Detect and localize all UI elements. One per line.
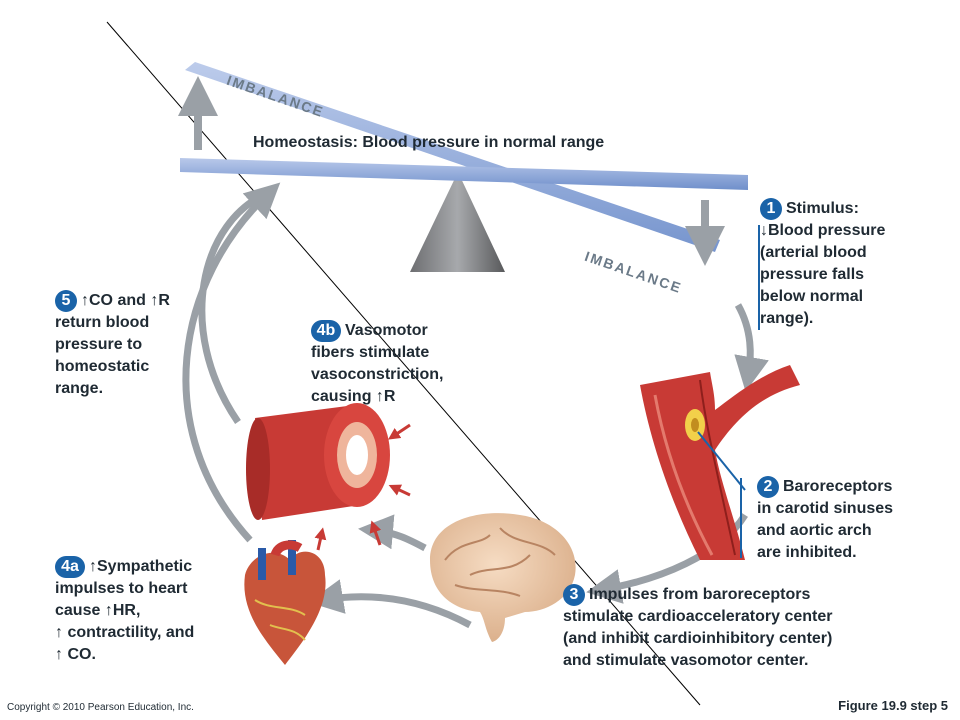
homeostasis-text: Blood pressure in normal range (362, 134, 605, 151)
up-arrow-icon: ↑ (89, 558, 97, 576)
up-arrow-icon: ↑ (55, 646, 63, 664)
step1-badge: 1 (760, 198, 782, 220)
step2-line: are inhibited. (757, 544, 857, 562)
step1-line: (arterial blood (760, 244, 867, 262)
step4b-line: Vasomotor (345, 322, 428, 340)
down-arrow-icon: ↓ (760, 222, 768, 240)
homeostasis-label: Homeostasis: (253, 134, 358, 151)
step2-badge: 2 (757, 476, 779, 498)
brain-illustration (430, 513, 576, 642)
step1-line: Blood pressure (768, 222, 886, 240)
step4a-block: 4a↑Sympathetic impulses to heart cause ↑… (55, 556, 194, 666)
step1-title: Stimulus: (786, 200, 859, 218)
figure-caption: Figure 19.9 step 5 (838, 698, 948, 713)
step1-line: below normal (760, 288, 864, 306)
step3-line: Impulses from baroreceptors (589, 586, 811, 604)
imbalance-beam-upper (185, 62, 720, 252)
step5-line: R (158, 292, 170, 310)
step5-badge: 5 (55, 290, 77, 312)
up-arrow-icon: ↑ (375, 388, 384, 406)
step4a-line: cause (55, 602, 101, 620)
step2-line: Baroreceptors (783, 478, 893, 496)
step5-line: range. (55, 380, 104, 398)
step4a-line: CO. (67, 646, 96, 664)
arrow-brain-to-vessel (358, 514, 427, 552)
step1-line: pressure falls (760, 266, 865, 284)
blood-vessel-illustration (246, 403, 390, 520)
step4a-line: HR, (112, 602, 141, 620)
step2-line: in carotid sinuses (757, 500, 894, 518)
arrow-brain-to-heart (308, 579, 472, 629)
homeostasis-title: Homeostasis: Blood pressure in normal ra… (253, 132, 604, 154)
step5-line: return blood (55, 314, 150, 332)
step4b-line: R (383, 388, 396, 406)
up-arrow-icon: ↑ (104, 602, 113, 620)
step3-badge: 3 (563, 584, 585, 606)
step4a-line: impulses to heart (55, 580, 188, 598)
step3-line: and stimulate vasomotor center. (563, 652, 809, 670)
step5-block: 5↑CO and ↑R return blood pressure to hom… (55, 290, 170, 400)
step4a-badge: 4a (55, 556, 85, 578)
arrow-heart-to-homeostasis (182, 182, 281, 543)
step4a-line: contractility, and (67, 624, 195, 642)
up-arrow-icon: ↑ (81, 292, 89, 310)
step4b-line: causing (311, 388, 372, 406)
step4b-badge: 4b (311, 320, 341, 342)
step5-line: homeostatic (55, 358, 150, 376)
step5-line: pressure to (55, 336, 143, 354)
arrow-vessel-to-homeostasis (198, 188, 272, 424)
up-arrow-icon: ↑ (55, 624, 63, 642)
step1-line: range). (760, 310, 814, 328)
step5-line: CO and (89, 292, 146, 310)
step3-line: stimulate cardioacceleratory center (563, 608, 833, 626)
fulcrum (410, 172, 505, 272)
copyright-text: Copyright © 2010 Pearson Education, Inc. (7, 702, 194, 713)
step3-line: (and inhibit cardioinhibitory center) (563, 630, 833, 648)
heart-illustration (244, 540, 326, 665)
step4b-line: vasoconstriction, (311, 366, 444, 384)
homeostasis-beam (180, 158, 748, 190)
step4b-line: fibers stimulate (311, 344, 430, 362)
step4a-line: Sympathetic (97, 558, 193, 576)
arrow-stimulus-to-vessel (734, 303, 769, 392)
carotid-artery-illustration (640, 365, 800, 560)
constriction-arrows (314, 423, 411, 551)
up-arrow-icon: ↑ (150, 292, 159, 310)
step2-line: and aortic arch (757, 522, 872, 540)
